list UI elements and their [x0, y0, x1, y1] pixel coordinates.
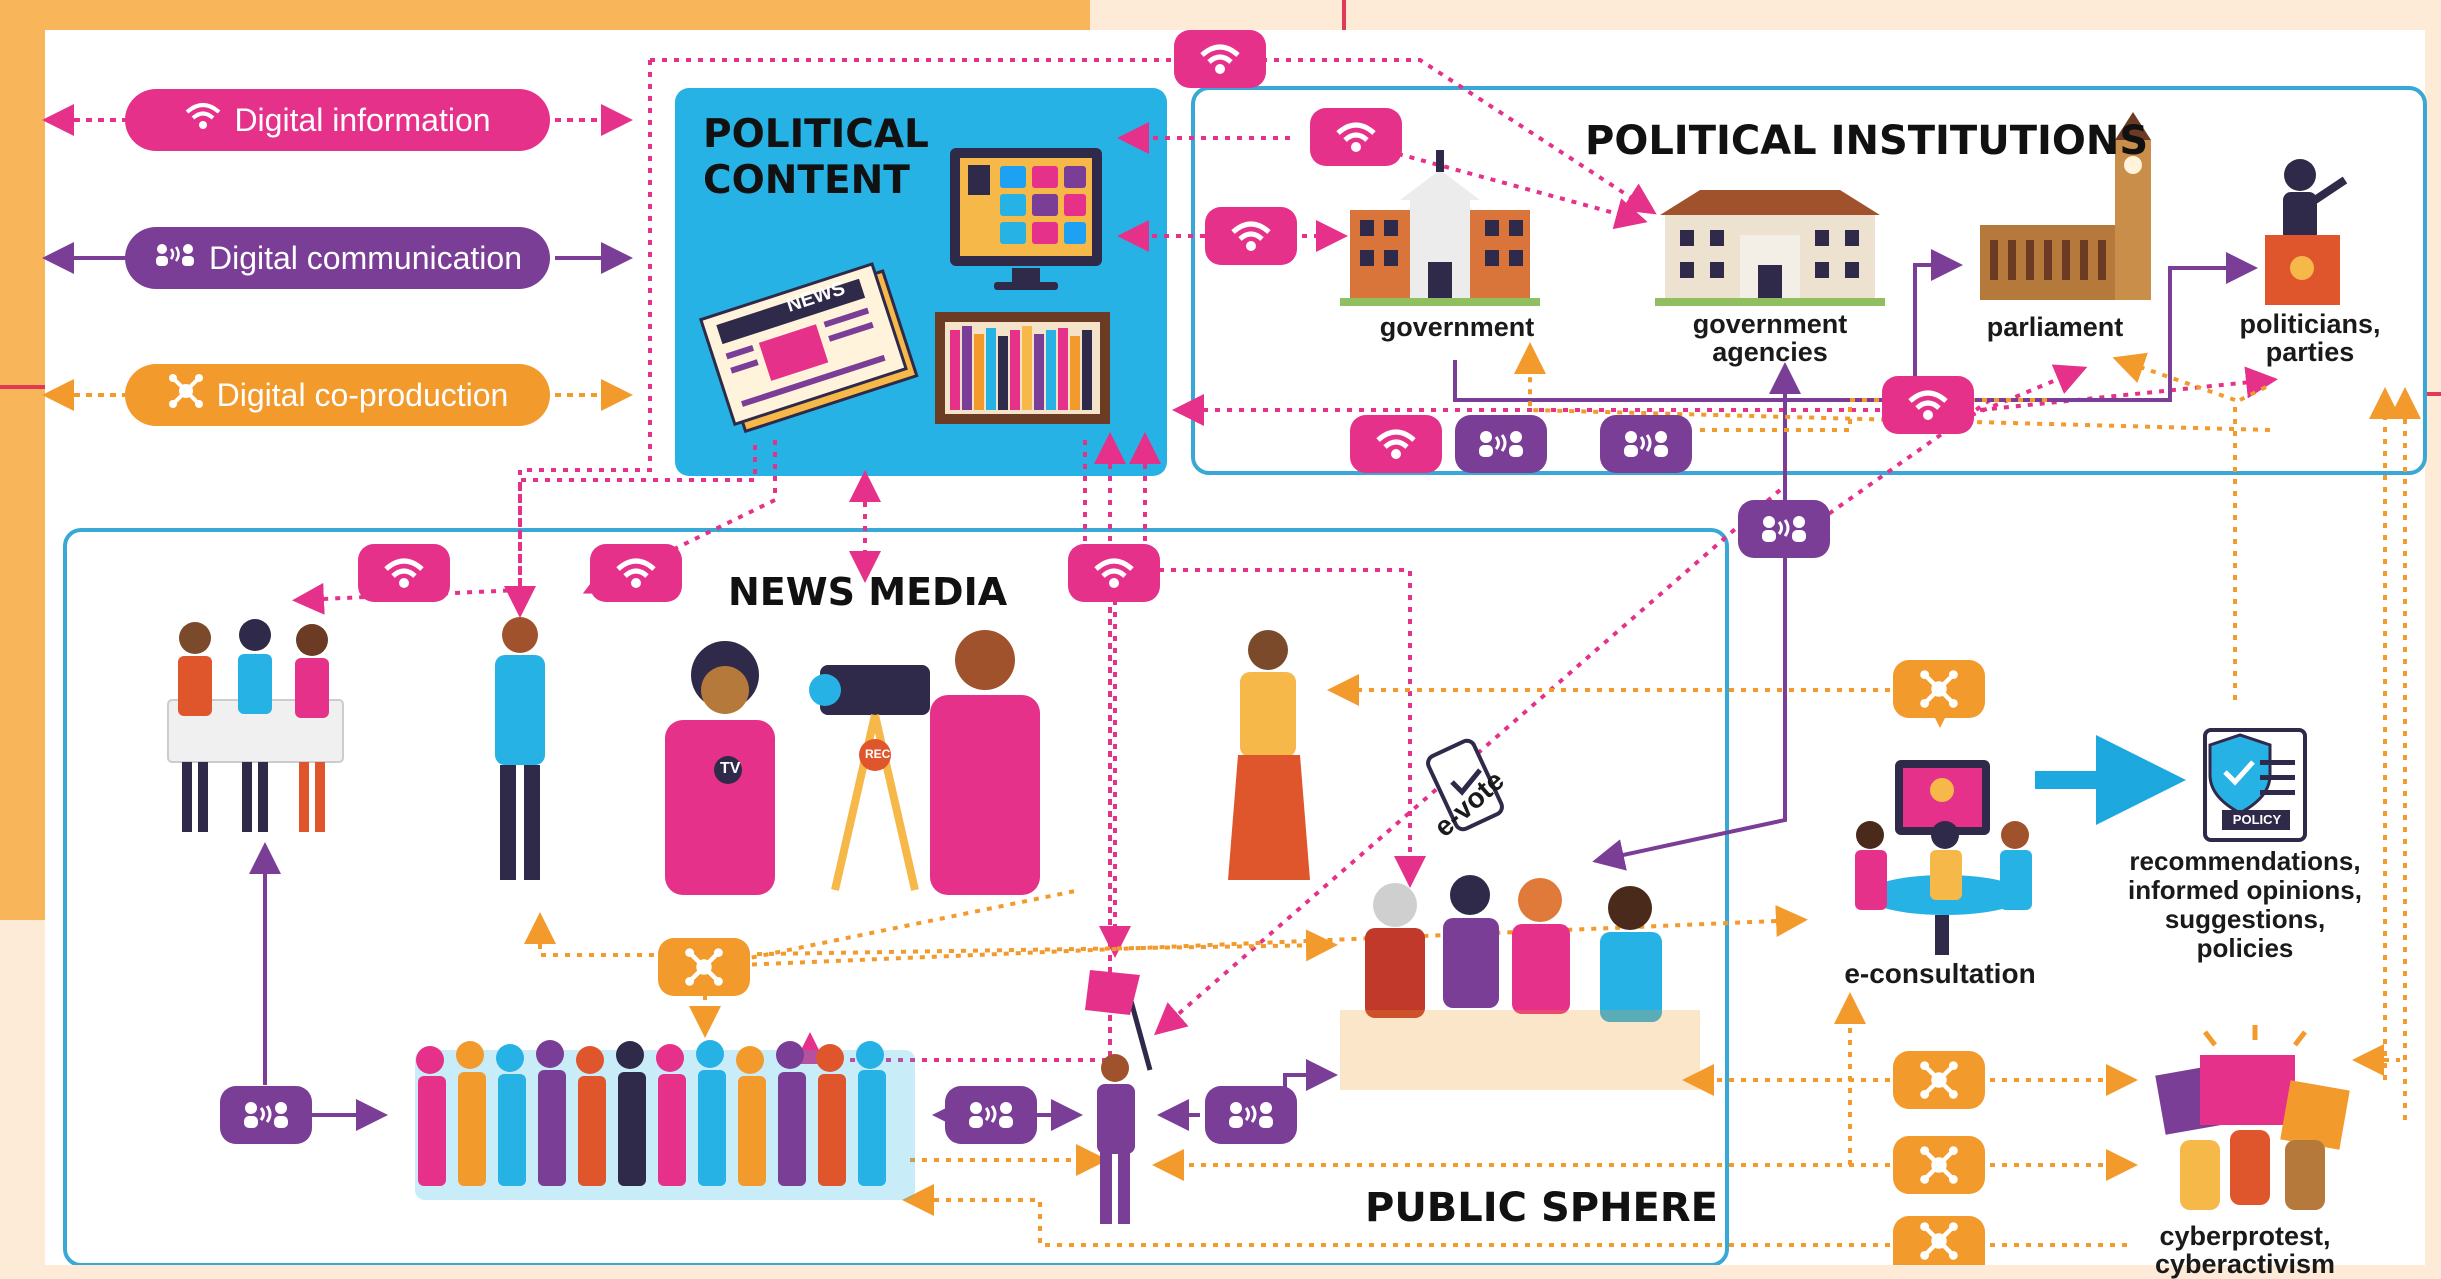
parliament-building-icon: [1980, 112, 2151, 300]
flag-bearer-illustration: [1085, 970, 1153, 1224]
government-building-icon: [1340, 150, 1540, 306]
communication-badge: [1205, 1086, 1297, 1144]
protest-group-illustration: [167, 619, 344, 832]
agencies-label: government agencies: [1665, 310, 1875, 366]
coproduction-star-icon: [1920, 1221, 1958, 1260]
rec-label: REC: [865, 747, 891, 761]
coproduction-star-icon: [1920, 670, 1958, 708]
communication-badge: [1600, 415, 1692, 473]
wifi-badge: [1310, 108, 1402, 166]
people-talking-icon: [1479, 431, 1523, 457]
cyberprotest-illustration: [2155, 1025, 2350, 1210]
outcomes-line-4: policies: [2196, 933, 2294, 963]
newspaper-icon: [698, 262, 919, 434]
communication-badge: [1738, 500, 1830, 558]
standing-woman-illustration: [1228, 630, 1310, 880]
coproduction-badge: [1893, 1051, 1985, 1109]
coproduction-badge: [1893, 1136, 1985, 1194]
tv-mic-label: TV: [720, 760, 741, 777]
outcomes-line-2: informed opinions,: [2128, 875, 2362, 905]
legend-arrows: [42, 104, 633, 411]
journalists-illustration: [665, 630, 1040, 895]
citizen-figure-illustration: [495, 617, 545, 880]
bookshelf-icon: [935, 312, 1110, 424]
government-label: government: [1379, 312, 1535, 342]
agencies-label-line2: agencies: [1712, 337, 1828, 367]
people-talking-icon: [969, 1102, 1013, 1128]
agencies-label-line1: government: [1692, 309, 1848, 339]
coproduction-star-icon: [1920, 1146, 1958, 1184]
communication-badge: [220, 1086, 312, 1144]
coproduction-badge: [658, 938, 750, 996]
wifi-badge: [1205, 207, 1297, 265]
wifi-badge: [1882, 376, 1974, 434]
wifi-icon: [1908, 390, 1948, 420]
coproduction-star-icon: [167, 372, 205, 418]
wifi-badge: [1350, 415, 1442, 473]
political-institutions-title: POLITICAL INSTITUTIONS: [1585, 118, 2149, 164]
wifi-icon: [384, 558, 424, 588]
outcomes-label: recommendations, informed opinions, sugg…: [2105, 847, 2385, 963]
red-divider-left: [0, 385, 45, 389]
outcomes-line-1: recommendations,: [2129, 846, 2361, 876]
parliament-label: parliament: [1986, 312, 2124, 342]
red-divider-top: [1342, 0, 1346, 30]
wifi-icon: [616, 558, 656, 588]
wifi-icon: [184, 101, 222, 139]
political-content-title-line1: POLITICAL: [703, 112, 929, 157]
people-talking-icon: [1762, 516, 1806, 542]
people-talking-icon: [1624, 431, 1668, 457]
communication-badge: [1455, 415, 1547, 473]
monitor-icon: [950, 148, 1102, 290]
wifi-icon: [1094, 558, 1134, 588]
public-sphere-frame: [63, 528, 1729, 1265]
legend-information-label: Digital information: [234, 101, 491, 138]
wifi-icon: [1231, 221, 1271, 251]
wifi-icon: [1200, 44, 1240, 74]
people-talking-icon: [1229, 1102, 1273, 1128]
politician-podium-icon: [2265, 159, 2348, 305]
legend-coproduction-label: Digital co-production: [216, 376, 509, 413]
public-sphere-title: PUBLIC SPHERE: [1365, 1185, 1718, 1231]
evote-phone-icon: [1426, 738, 1504, 832]
coproduction-star-icon: [685, 948, 723, 986]
wifi-badge: [358, 544, 450, 602]
politicians-label-line2: parties: [2265, 337, 2355, 367]
political-content-title: POLITICAL CONTENT: [703, 112, 929, 204]
coproduction-badge: [1893, 1216, 1985, 1265]
coproduction-flows: [524, 342, 2421, 1247]
legend-digital-information: Digital information: [125, 89, 550, 151]
wifi-badge: [590, 544, 682, 602]
news-media-title: NEWS MEDIA: [728, 570, 1008, 614]
people-talking-icon: [244, 1102, 288, 1128]
wifi-icon: [1376, 429, 1416, 459]
wifi-badge: [1174, 30, 1266, 88]
policy-doc-label: POLICY: [2232, 812, 2282, 827]
econsultation-illustration: [1855, 760, 2032, 955]
political-institutions-frame: [1191, 86, 2427, 475]
discussion-group-illustration: [1340, 875, 1700, 1090]
policy-document-icon: [2203, 728, 2307, 842]
cyberprotest-line-1: cyberprotest,: [2159, 1221, 2331, 1251]
wifi-badge: [1068, 544, 1160, 602]
crowd-illustration: [415, 1040, 915, 1200]
econsultation-label: e-consultation: [1844, 958, 2036, 989]
people-talking-icon: [153, 240, 197, 277]
cyberprotest-line-2: cyberactivism: [2154, 1249, 2336, 1279]
coproduction-star-icon: [1920, 1061, 1958, 1099]
political-content-title-line2: CONTENT: [703, 158, 910, 203]
politicians-label-line1: politicians,: [2239, 309, 2381, 339]
legend-digital-coproduction: Digital co-production: [125, 364, 550, 426]
wifi-icon: [1336, 122, 1376, 152]
legend-digital-communication: Digital communication: [125, 227, 550, 289]
cyberprotest-label: cyberprotest, cyberactivism: [2115, 1222, 2375, 1278]
red-divider-right: [2425, 392, 2441, 396]
communication-badge: [945, 1086, 1037, 1144]
legend-communication-label: Digital communication: [208, 239, 522, 276]
politicians-label: politicians, parties: [2215, 310, 2405, 366]
outcomes-line-3: suggestions,: [2164, 904, 2326, 934]
coproduction-badge: [1893, 660, 1985, 718]
agencies-building-icon: [1655, 190, 1885, 306]
